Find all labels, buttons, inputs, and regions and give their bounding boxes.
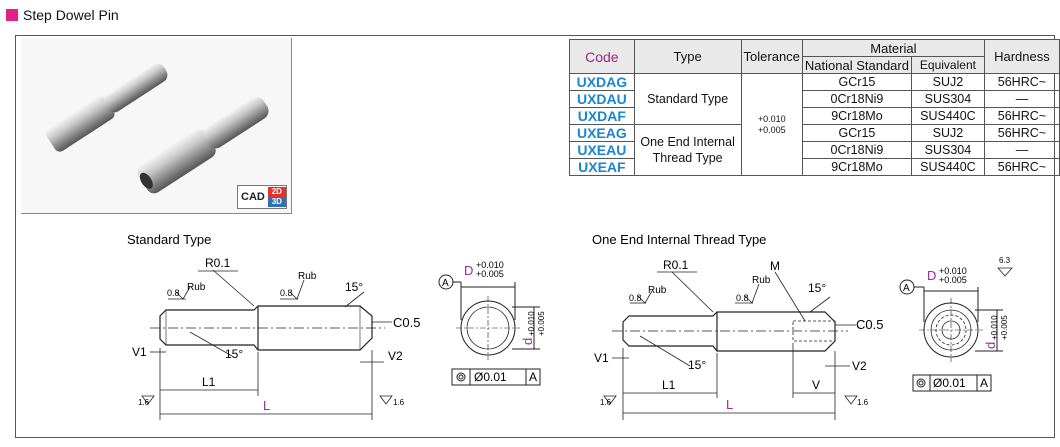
v2-label: V2: [852, 359, 867, 373]
cad-badge[interactable]: CAD 2D 3D: [237, 185, 287, 209]
equivalent-cell: SUS304: [910, 90, 985, 108]
tolerance-header: Tolerance: [740, 39, 803, 74]
l1-label: L1: [202, 375, 216, 389]
thread-dimensions: [603, 267, 1013, 420]
tolerance-cell: +0.010 +0.005: [740, 73, 803, 176]
thread-type-title: One End Internal Thread Type: [592, 232, 766, 247]
code-cell[interactable]: UXEAU: [569, 141, 635, 159]
national-cell: 9Cr18Mo: [801, 158, 912, 176]
angle-label: 15°: [688, 358, 706, 372]
pin-photo-illustration: [46, 63, 269, 194]
d-minor-label: d: [983, 342, 998, 349]
roughness-label: 1.6: [138, 398, 150, 407]
equivalent-cell: SUJ2: [910, 124, 985, 142]
chamfer-label: C0.5: [856, 317, 883, 332]
r01-label: R0.1: [205, 256, 231, 270]
angle-label: 15°: [808, 281, 826, 295]
concentricity-ref: A: [529, 370, 537, 384]
l-label: L: [726, 397, 733, 412]
roughness-label: 1.6: [857, 398, 869, 407]
cad-2d-badge: 2D: [267, 187, 286, 197]
l-label: L: [263, 398, 270, 413]
hardness-header: Hardness: [983, 39, 1060, 74]
datum-label: A: [903, 283, 910, 294]
v2-label: V2: [388, 349, 403, 363]
rub-label: Rub: [648, 285, 667, 296]
finish-label: 0.8: [167, 288, 180, 298]
code-cell[interactable]: UXDAU: [569, 90, 635, 108]
roughness-top-label: 6.3: [999, 256, 1011, 265]
national-header: National Standard: [801, 56, 912, 74]
content-frame: [15, 35, 1055, 438]
angle-label: 15°: [225, 347, 243, 361]
d-tolerance-lower: +0.005: [537, 311, 546, 336]
thread-m-label: M: [770, 259, 780, 273]
concentricity-label: Ø0.01: [933, 376, 966, 390]
roughness-label: 1.6: [600, 398, 612, 407]
chamfer-label: C0.5: [393, 315, 420, 330]
angle-label: 15°: [345, 280, 363, 294]
standard-dimensions: [141, 269, 393, 420]
l1-label: L1: [662, 378, 676, 392]
standard-pin-body: [150, 305, 385, 351]
standard-type-title: Standard Type: [127, 232, 211, 247]
code-cell[interactable]: UXEAF: [569, 158, 635, 176]
rub-label: Rub: [752, 275, 771, 286]
hardness-cell: —: [983, 90, 1060, 108]
national-cell: 9Cr18Mo: [801, 107, 912, 125]
finish-label: 0.8: [629, 293, 642, 303]
code-cell[interactable]: UXEAG: [569, 124, 635, 142]
type-header: Type: [633, 39, 742, 74]
type-cell-standard: Standard Type: [633, 73, 742, 125]
r01-label: R0.1: [663, 258, 689, 272]
roughness-label: 1.6: [393, 398, 405, 407]
d-tolerance-lower: +0.005: [1000, 315, 1009, 340]
page-title: Step Dowel Pin: [23, 7, 119, 23]
finish-label: 0.8: [736, 293, 749, 303]
datum-label: A: [442, 278, 449, 289]
concentricity-ref: A: [980, 376, 988, 390]
national-cell: 0Cr18Ni9: [801, 90, 912, 108]
thread-pin-body: [612, 311, 848, 352]
d-major-label: D: [464, 263, 473, 278]
section-title: Step Dowel Pin: [6, 5, 119, 25]
standard-section-view: [438, 274, 541, 386]
d-major-label: D: [927, 268, 936, 283]
code-cell[interactable]: UXDAF: [569, 107, 635, 125]
hardness-cell: 56HRC~: [983, 124, 1060, 142]
equivalent-cell: SUS440C: [910, 158, 985, 176]
cad-label: CAD: [241, 191, 265, 203]
product-photo: [21, 38, 292, 214]
tolerance-lower: +0.005: [939, 275, 967, 285]
rub-label: Rub: [187, 282, 206, 293]
d-minor-label: d: [520, 338, 535, 345]
v1-label: V1: [132, 345, 147, 359]
code-header: Code: [569, 39, 635, 74]
tolerance-upper: +0.010: [476, 260, 504, 270]
rub-label: Rub: [298, 271, 317, 282]
type-cell-thread: One End Internal Thread Type: [633, 124, 742, 176]
cad-3d-badge: 3D: [267, 197, 286, 207]
d-tolerance-upper: +0.010: [527, 311, 536, 336]
d-tolerance-upper: +0.010: [990, 315, 999, 340]
thread-section-view: [899, 279, 1003, 392]
hardness-cell: 56HRC~: [983, 158, 1060, 176]
concentricity-label: Ø0.01: [474, 370, 507, 384]
tolerance-upper: +0.010: [939, 266, 967, 276]
tolerance-lower: +0.005: [476, 269, 504, 279]
finish-label: 0.8: [280, 288, 293, 298]
spec-table: Code Type Tolerance Material Hardness Na…: [569, 39, 1060, 176]
hardness-cell: 56HRC~: [983, 107, 1060, 125]
v-label: V: [812, 378, 820, 392]
title-marker-icon: [6, 9, 18, 21]
v1-label: V1: [594, 351, 609, 365]
